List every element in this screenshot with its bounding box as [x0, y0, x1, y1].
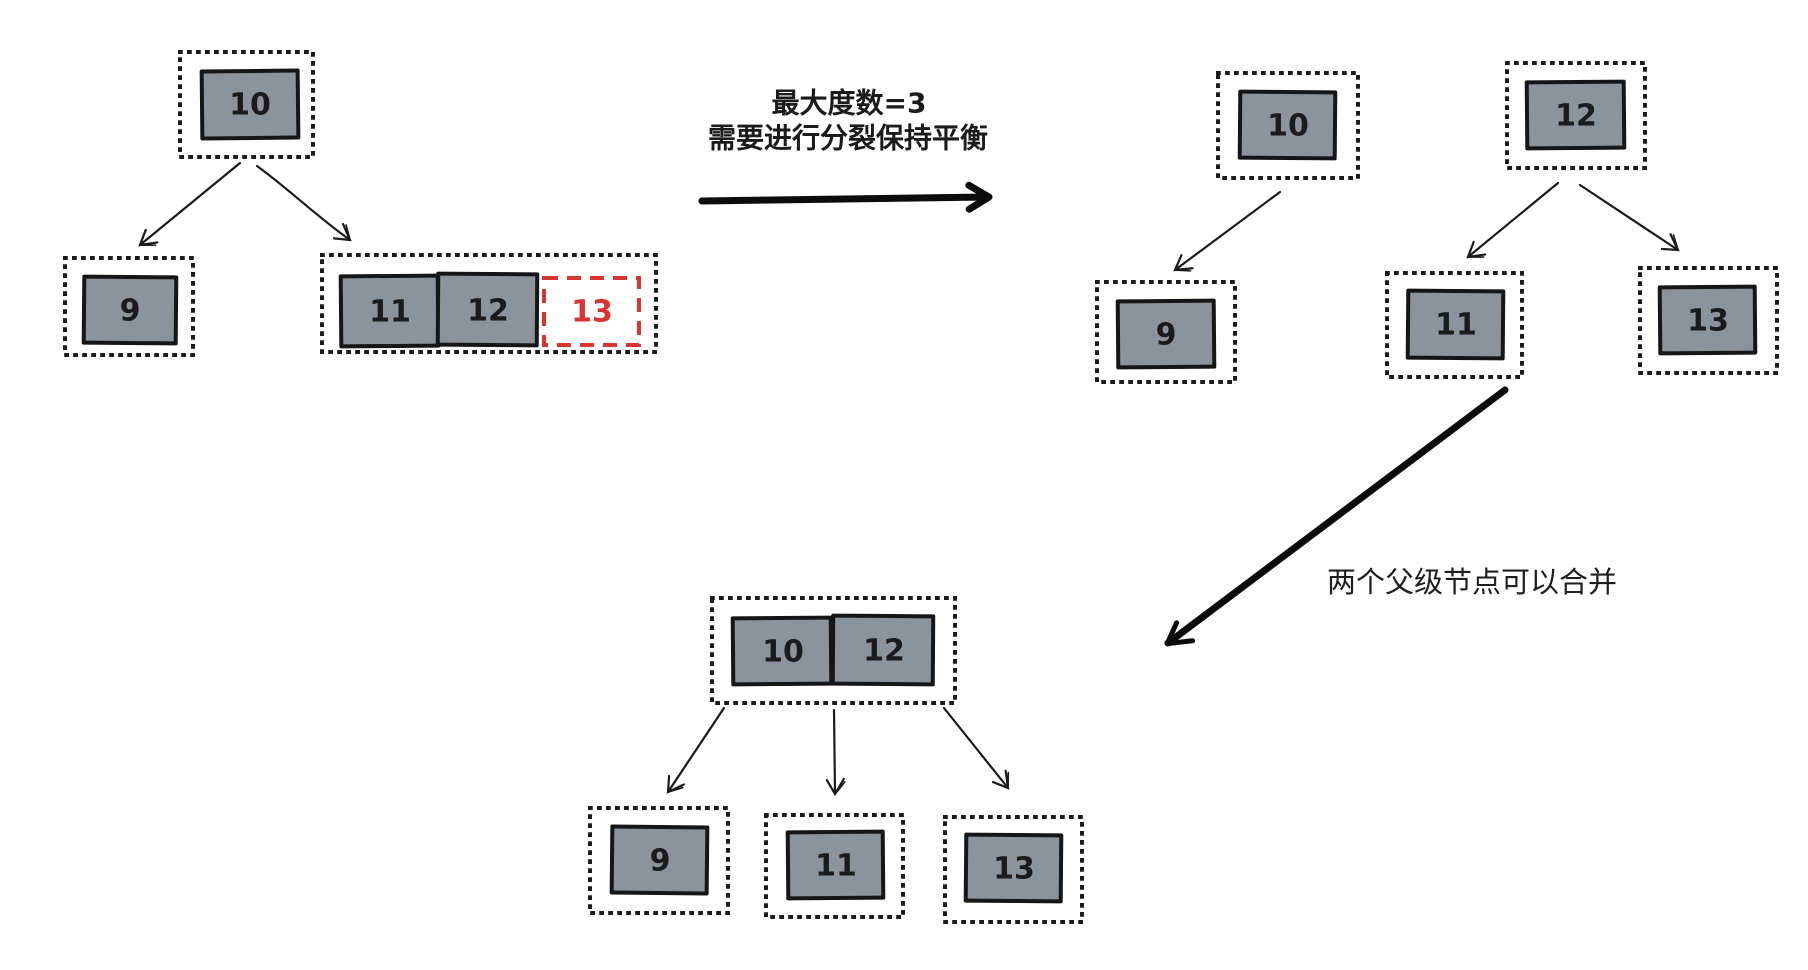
- split-annotation-line2: 需要进行分裂保持平衡: [708, 122, 988, 155]
- overflow-key-label: 13: [571, 295, 613, 330]
- key-cell: [1524, 79, 1627, 151]
- key-cell: [1405, 288, 1506, 361]
- merge-annotation: 两个父级节点可以合并: [1164, 386, 1617, 647]
- tree-after-split: 10 9 12 11 13: [1095, 61, 1779, 384]
- node-frame: [63, 256, 195, 357]
- edge-root-to-11: [825, 708, 846, 797]
- node-frame: [1505, 61, 1647, 170]
- key-label: 12: [1555, 99, 1597, 134]
- edge-root-to-right-child: [255, 164, 352, 242]
- key-cell: [435, 271, 540, 348]
- node-frame: [764, 813, 905, 919]
- tree-before-split: 10 9 11 12 13: [63, 50, 658, 357]
- tree-merged: 10 12 9 11 13: [588, 596, 1084, 924]
- edge-12-to-13: [1578, 183, 1680, 252]
- edge-root-to-left-child: [138, 161, 242, 247]
- key-label: 9: [120, 294, 141, 329]
- key-label: 12: [467, 294, 509, 329]
- key-cell: [830, 613, 936, 687]
- key-label: 12: [863, 634, 905, 669]
- key-label: 11: [815, 849, 857, 884]
- key-cell: [609, 824, 710, 896]
- split-annotation: 最大度数=3 需要进行分裂保持平衡: [698, 87, 993, 213]
- key-label: 9: [1156, 318, 1177, 353]
- key-cell: [1657, 284, 1758, 356]
- merge-arrow: [1164, 386, 1509, 647]
- node-frame: [710, 596, 957, 705]
- key-cell: [1115, 298, 1217, 370]
- key-cell: [963, 832, 1064, 904]
- key-label: 13: [993, 852, 1035, 887]
- key-label: 10: [1267, 109, 1309, 144]
- key-cell: [81, 274, 179, 346]
- key-label: 11: [369, 295, 411, 330]
- key-cell: [785, 829, 886, 901]
- key-cell: [1237, 89, 1338, 161]
- node-frame: [178, 50, 315, 159]
- node-frame: [1638, 266, 1779, 375]
- split-annotation-line1: 最大度数=3: [772, 87, 927, 120]
- key-label: 10: [762, 635, 804, 670]
- merge-note-label: 两个父级节点可以合并: [1327, 565, 1617, 599]
- node-frame: [1216, 71, 1360, 180]
- key-label: 11: [1435, 308, 1477, 343]
- split-arrow: [698, 181, 993, 213]
- overflow-key-cell: [542, 276, 641, 347]
- key-label: 13: [1687, 304, 1729, 339]
- edge-root-to-9: [666, 706, 726, 794]
- edge-10-to-9: [1173, 190, 1282, 272]
- edge-root-to-13: [942, 706, 1010, 790]
- node-frame: [1385, 271, 1524, 379]
- node-frame: [588, 806, 730, 915]
- node-frame: [1095, 280, 1237, 384]
- key-label: 10: [229, 88, 271, 123]
- key-label: 9: [650, 844, 671, 879]
- node-frame: [943, 815, 1084, 924]
- edge-12-to-11: [1466, 181, 1560, 259]
- key-cell: [199, 68, 301, 141]
